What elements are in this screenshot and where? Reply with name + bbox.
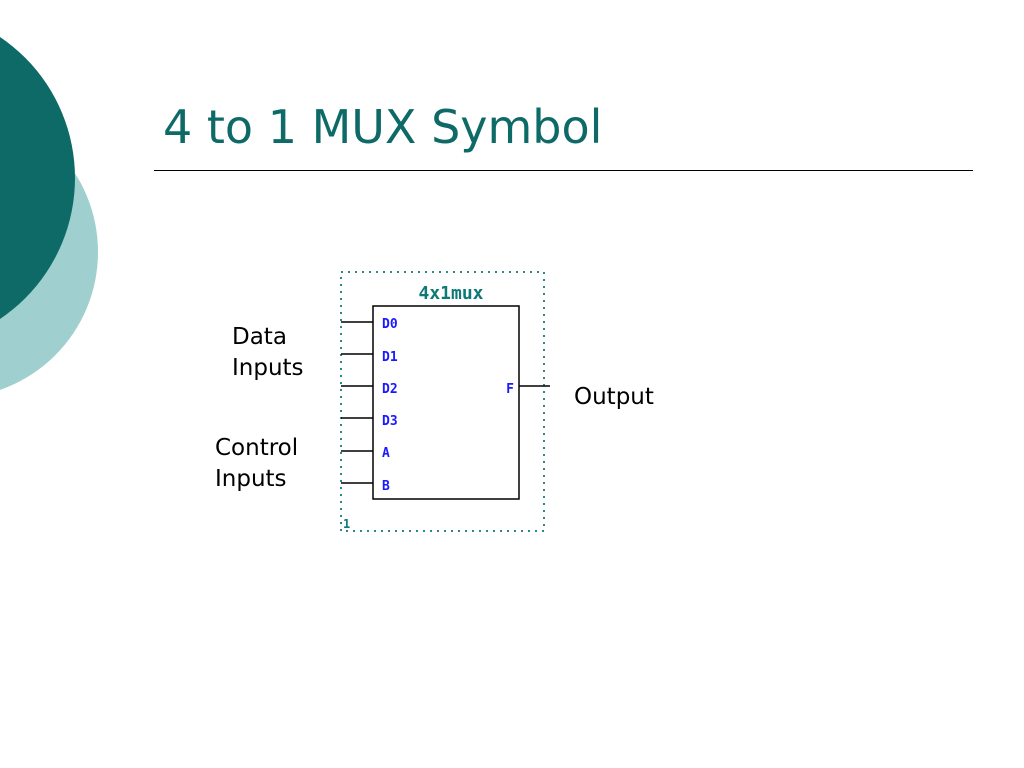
output-label: Output: [574, 382, 654, 413]
control-inputs-line-1: Control: [215, 435, 299, 461]
output-label-text: Output: [574, 384, 654, 410]
pin-label-a: A: [382, 446, 390, 461]
pin-label-d2: D2: [382, 382, 398, 397]
dark-circle-shape: [0, 37, 75, 319]
data-inputs-line-1: Data: [232, 324, 287, 350]
sheet-number: 1: [343, 517, 350, 531]
pin-label-b: B: [382, 479, 390, 494]
mux-body: [372, 305, 520, 500]
pin-label-d0: D0: [382, 317, 398, 332]
control-inputs-line-2: Inputs: [215, 466, 287, 492]
block-name-label: 4x1mux: [418, 283, 483, 304]
pin-label-d1: D1: [382, 350, 398, 365]
pin-label-d3: D3: [382, 414, 398, 429]
control-inputs-label: Control Inputs: [215, 433, 298, 495]
slide-title: 4 to 1 MUX Symbol: [163, 100, 603, 154]
pin-label-f: F: [506, 382, 514, 397]
data-inputs-line-2: Inputs: [232, 355, 304, 381]
data-inputs-label: Data Inputs: [232, 322, 304, 384]
title-divider: [154, 170, 973, 171]
